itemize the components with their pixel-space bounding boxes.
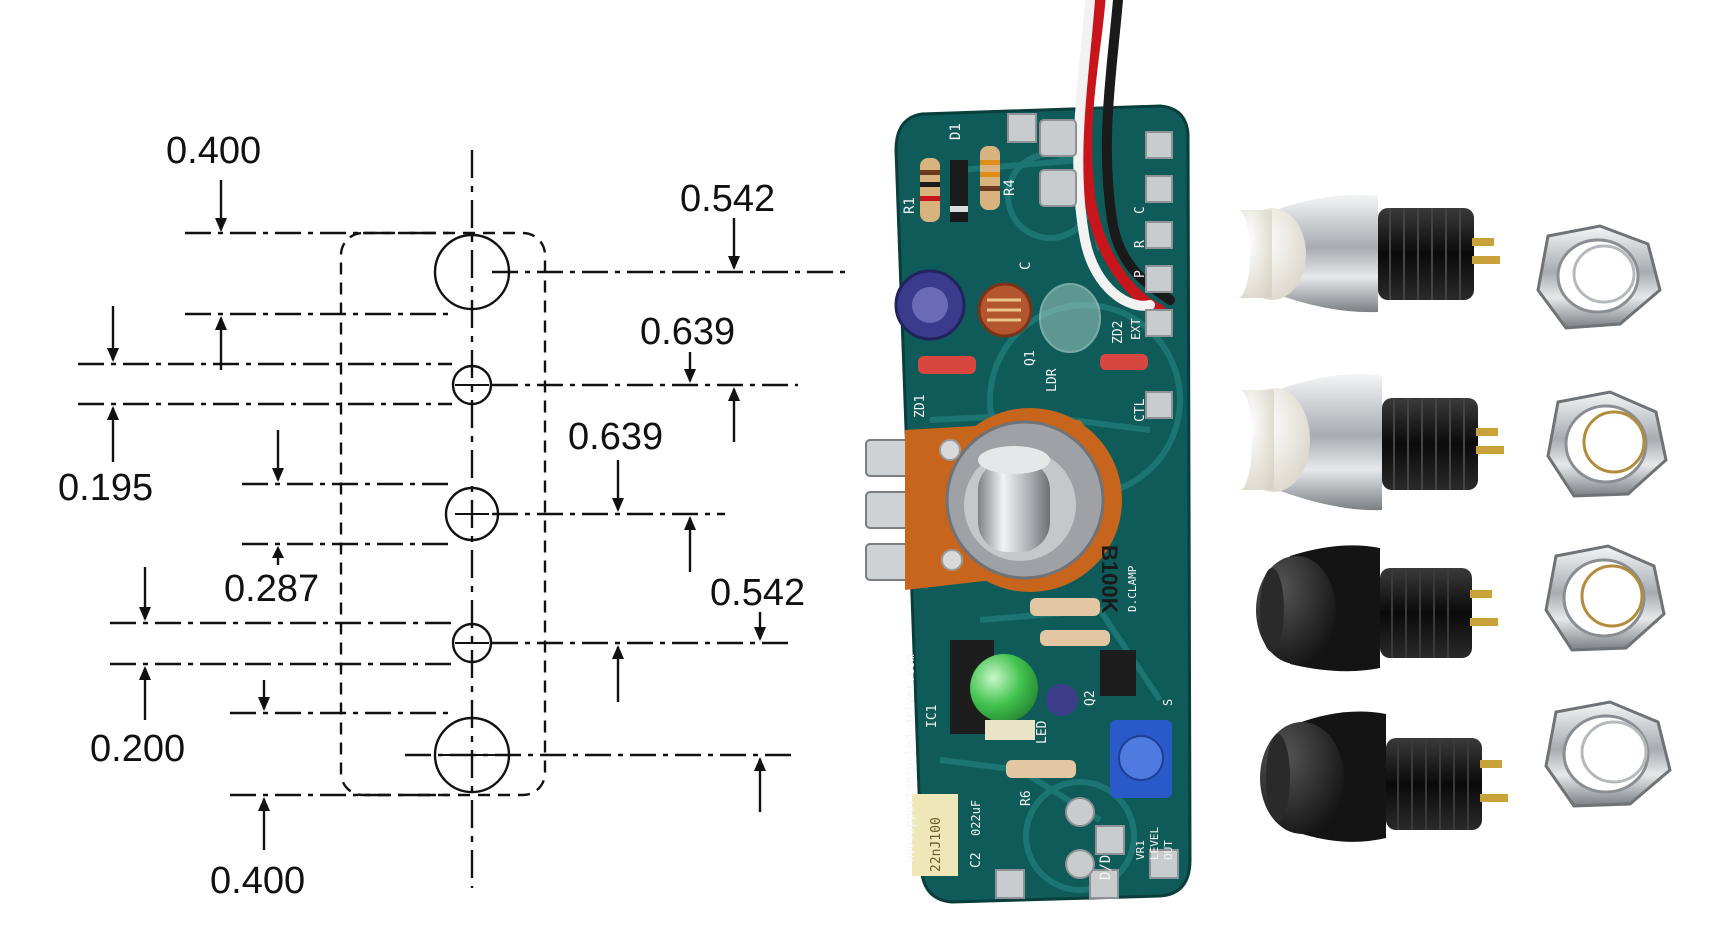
hex-nuts: [1536, 224, 1672, 808]
dimension-drawing: [78, 150, 848, 888]
silk-ext: EXT: [1129, 318, 1143, 340]
hex-nut-1: [1536, 224, 1662, 330]
silk-r-right: R: [1133, 240, 1148, 248]
resistor-r4: [980, 146, 1000, 210]
hex-nut-3: [1544, 544, 1666, 652]
silk-q1: Q1: [1023, 350, 1038, 366]
hex-nut-2: [1546, 390, 1668, 498]
dim-label-left-lower: 0.200: [90, 728, 185, 770]
hole-small-top: [451, 364, 493, 406]
zener-zd2: [1100, 354, 1148, 370]
resistor-r5: [1040, 630, 1110, 646]
hex-nut-4: [1544, 700, 1672, 808]
resistor-r6: [1006, 760, 1076, 778]
resistor-r1: [920, 158, 940, 222]
silk-s: S: [1161, 699, 1175, 706]
dim-label-bottom-width: 0.400: [210, 860, 305, 902]
push-button-black-2: [1260, 711, 1508, 842]
capacitor-electrolytic: [894, 269, 966, 341]
dim-label-right-lower: 0.542: [710, 572, 805, 614]
green-led: [970, 654, 1038, 722]
silk-email: support@ntp-led-driver.com: [903, 654, 917, 842]
silk-q2: Q2: [1083, 690, 1098, 706]
transistor-q2: [1100, 650, 1136, 696]
silk-r6: R6: [1019, 790, 1034, 806]
dim-label-left-mid: 0.287: [224, 568, 319, 610]
ldr-sensor: [977, 282, 1033, 338]
silk-p-right: P: [1133, 270, 1148, 278]
silk-led: LED: [1035, 720, 1050, 744]
silk-c2-value: 022uF: [969, 800, 983, 836]
silk-dd: D/D: [1098, 855, 1114, 880]
dim-label-left-small-top: 0.195: [58, 467, 153, 509]
dim-label-top-width: 0.400: [166, 130, 261, 172]
silk-out: OUT: [1162, 840, 1175, 860]
silk-vr1: VR1: [1134, 840, 1147, 860]
silk-d-clamp: D.CLAMP: [1126, 565, 1139, 612]
push-buttons: [1226, 194, 1508, 842]
silk-zd1: ZD1: [913, 395, 928, 418]
dim-label-right-top: 0.542: [680, 178, 775, 220]
silk-r1: R1: [902, 197, 918, 214]
hole-small-bottom: [451, 622, 493, 664]
silk-r4: R4: [1002, 179, 1018, 196]
zener-zd1: [918, 356, 976, 374]
silk-pot-value: B100K: [1097, 545, 1122, 614]
silk-c-top: C: [1018, 262, 1034, 270]
push-button-black-1: [1256, 545, 1498, 672]
silk-ic1: IC1: [925, 705, 940, 728]
diode-d1: [950, 160, 968, 222]
dim-label-center-mid: 0.639: [568, 416, 663, 458]
silk-ldr: LDR: [1045, 368, 1060, 392]
dimension-labels: 0.400 0.542 0.639 0.195 0.639 0.287 0.54…: [58, 130, 805, 902]
led-driver-pcb: R1 D1 R4 C C R P ZD2 EXT Q1 LDR ZD1 CTL …: [865, 0, 1192, 904]
dim-label-right-second: 0.639: [640, 311, 735, 353]
silk-ctl: CTL: [1133, 398, 1148, 422]
push-button-white-1: [1226, 194, 1500, 313]
film-capacitor-c2: [912, 794, 958, 876]
push-button-white-2: [1228, 374, 1504, 511]
silk-rev: RV0: [904, 842, 917, 862]
silk-c2: C2: [969, 852, 984, 868]
cap-marking: 22nJ100: [929, 817, 944, 872]
silk-zd2: ZD2: [1111, 321, 1126, 344]
silk-level: LEVEL: [1148, 827, 1161, 860]
transistor-q1: [1039, 283, 1101, 353]
potentiometer-b100k: [865, 408, 1122, 592]
resistor-d-clamp: [1030, 598, 1100, 616]
silk-d1: D1: [948, 123, 964, 140]
silk-c-right: C: [1133, 206, 1148, 214]
